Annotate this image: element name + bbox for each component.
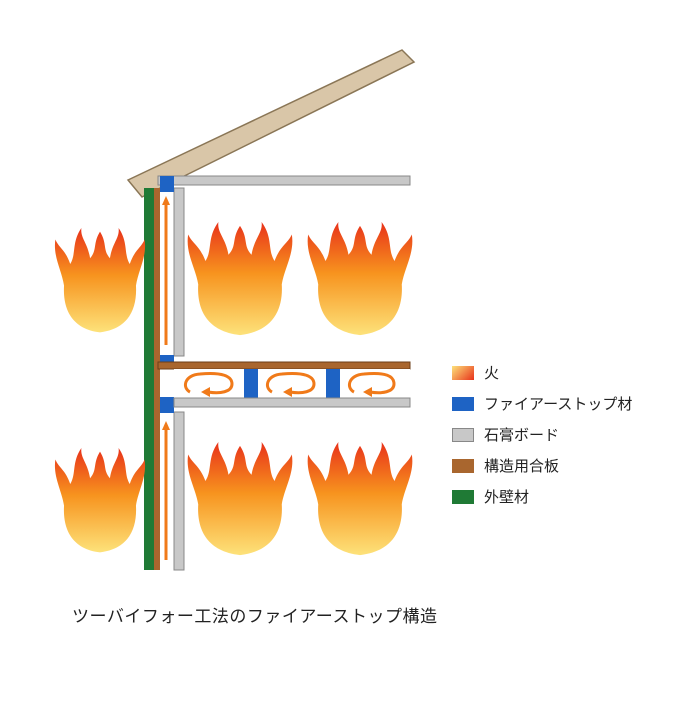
- floor-circulation-arrows: [183, 372, 396, 395]
- flame-room-upper-right: [307, 222, 413, 336]
- gypsum-wall-upper: [173, 187, 185, 357]
- floor-plywood: [157, 361, 411, 370]
- fire-stop-top: [160, 176, 174, 192]
- legend-label-gypsum: 石膏ボード: [484, 426, 560, 444]
- flame-outer-upper: [54, 228, 146, 333]
- roof: [126, 49, 416, 198]
- legend-swatch-exterior: [452, 490, 474, 504]
- fire-stop-mid-lower: [160, 397, 174, 413]
- floor-arrow-head-2: [283, 387, 292, 397]
- legend-swatch-gypsum: [452, 428, 474, 442]
- wall-arrow-upper-head: [162, 196, 170, 205]
- gypsum-ceiling-mid: [173, 397, 411, 408]
- legend-swatch-fire: [452, 366, 474, 380]
- legend-label-plywood: 構造用合板: [484, 457, 560, 475]
- flame-outer-lower: [54, 448, 146, 553]
- exterior-wall: [144, 188, 154, 570]
- gypsum-ceiling-top: [157, 175, 411, 186]
- floor-fire-stop-1: [244, 369, 258, 399]
- flame-room-lower-left: [187, 442, 293, 556]
- flame-room-lower-right: [307, 442, 413, 556]
- legend-swatch-fire-stop: [452, 397, 474, 411]
- legend-label-exterior: 外壁材: [484, 488, 530, 506]
- floor-arrow-head-3: [363, 387, 372, 397]
- floor-arrow-head-1: [201, 387, 210, 397]
- legend-label-fire-stop: ファイアーストップ材: [484, 395, 633, 413]
- figure-caption: ツーバイフォー工法のファイアーストップ構造: [72, 607, 438, 627]
- exterior-plywood: [154, 188, 160, 570]
- flame-room-upper-left: [187, 222, 293, 336]
- floor-fire-stop-2: [326, 369, 340, 399]
- legend-label-fire: 火: [484, 364, 500, 382]
- gypsum-wall-lower: [173, 411, 185, 571]
- wall-arrow-lower-head: [162, 421, 170, 430]
- legend-swatch-plywood: [452, 459, 474, 473]
